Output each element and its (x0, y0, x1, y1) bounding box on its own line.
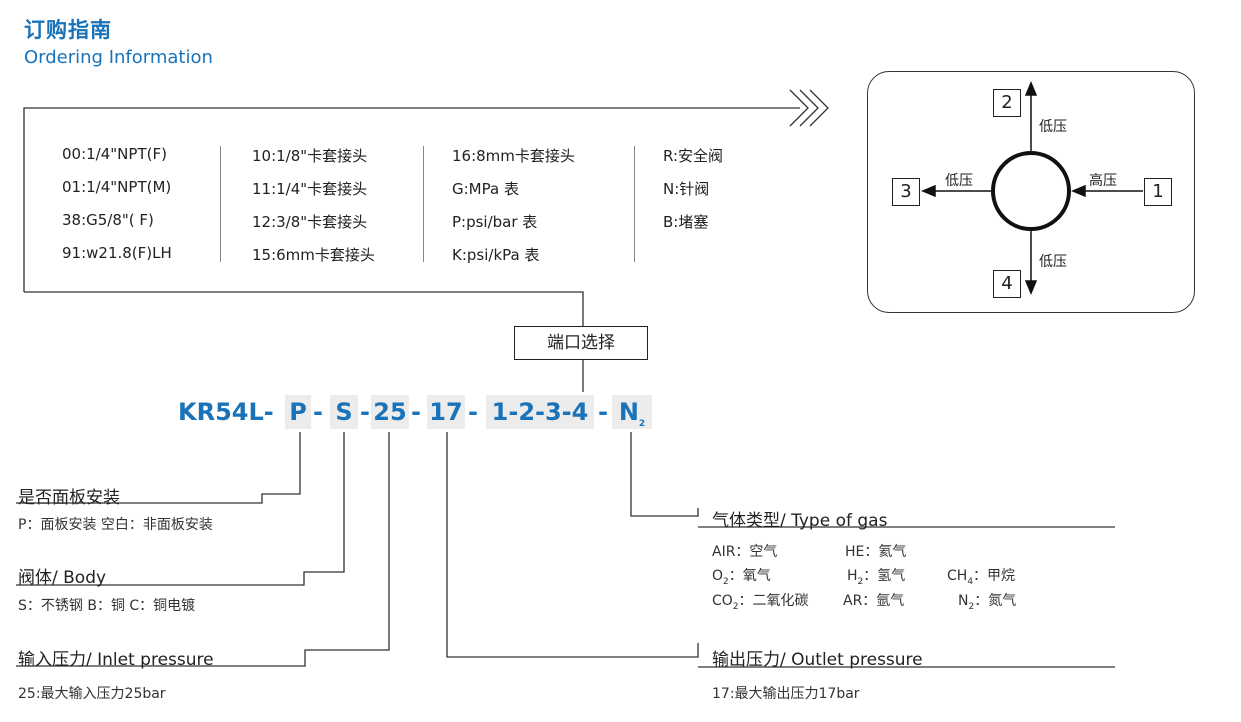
model-segment-body: S (330, 395, 358, 429)
panel-mount-desc: P：面板安装 空白：非面板安装 (18, 517, 213, 533)
outlet-desc: 17:最大输出压力17bar (712, 686, 860, 702)
gas-type-title: 气体类型/ Type of gas (712, 511, 888, 531)
model-dash: - (313, 398, 323, 426)
low-pressure-label: 低压 (1039, 119, 1067, 135)
gas-item: N2：氮气 (958, 593, 1017, 612)
low-pressure-label: 低压 (945, 173, 973, 189)
port-option: 15:6mm卡套接头 (252, 246, 375, 264)
inlet-desc: 25:最大输入压力25bar (18, 686, 166, 702)
model-dash: - (598, 398, 608, 426)
gas-item: O2：氧气 (712, 568, 771, 587)
model-segment-inlet: 25 (371, 395, 409, 429)
body-desc: S：不锈钢 B：铜 C：铜电镀 (18, 598, 196, 614)
port-option: 11:1/4"卡套接头 (252, 180, 368, 198)
high-pressure-label: 高压 (1089, 173, 1117, 189)
port-option: N:针阀 (663, 180, 710, 198)
outlet-title: 输出压力/ Outlet pressure (712, 650, 923, 670)
port-4-label: 4 (993, 270, 1021, 298)
port-option: G:MPa 表 (452, 180, 519, 198)
port-option: 00:1/4"NPT(F) (62, 145, 167, 163)
regulator-body-icon (991, 151, 1071, 231)
inlet-title: 输入压力/ Inlet pressure (18, 650, 214, 670)
column-divider (220, 146, 221, 262)
port-2-label: 2 (993, 89, 1021, 117)
model-dash: - (411, 398, 421, 426)
port-option: 12:3/8"卡套接头 (252, 213, 368, 231)
gas-item: HE：氦气 (845, 544, 907, 560)
port-diagram-graphic (921, 81, 1143, 295)
column-divider (634, 146, 635, 262)
port-diagram (867, 71, 1195, 313)
page-title-en: Ordering Information (24, 47, 213, 68)
gas-item: AIR：空气 (712, 544, 778, 560)
model-dash: - (360, 398, 370, 426)
port-option: K:psi/kPa 表 (452, 246, 540, 264)
port-option: 91:w21.8(F)LH (62, 244, 172, 262)
model-dash: - (468, 398, 478, 426)
body-title: 阀体/ Body (18, 568, 107, 588)
gas-item: CO2：二氧化碳 (712, 593, 809, 612)
gas-item: AR：氩气 (843, 593, 905, 609)
port-option: 38:G5/8"( F) (62, 211, 154, 229)
port-option: R:安全阀 (663, 147, 724, 165)
panel-mount-title: 是否面板安装 (18, 488, 120, 508)
model-segment-outlet: 17 (427, 395, 465, 429)
model-segment-ports: 1-2-3-4 (486, 395, 594, 429)
port-option: 01:1/4"NPT(M) (62, 178, 172, 196)
gas-item: H2：氢气 (847, 568, 906, 587)
port-selection-label: 端口选择 (514, 326, 648, 360)
port-3-label: 3 (892, 178, 920, 206)
column-divider (423, 146, 424, 262)
model-segment-gas: N2 (612, 395, 652, 429)
port-option: 10:1/8"卡套接头 (252, 147, 368, 165)
model-segment-panel: P (285, 395, 311, 429)
port-1-label: 1 (1144, 178, 1172, 206)
low-pressure-label: 低压 (1039, 254, 1067, 270)
page-title-cn: 订购指南 (24, 18, 112, 42)
port-option: P:psi/bar 表 (452, 213, 538, 231)
port-option: 16:8mm卡套接头 (452, 147, 575, 165)
model-prefix: KR54L- (178, 398, 274, 426)
port-option: B:堵塞 (663, 213, 709, 231)
gas-item: CH4：甲烷 (947, 568, 1016, 587)
